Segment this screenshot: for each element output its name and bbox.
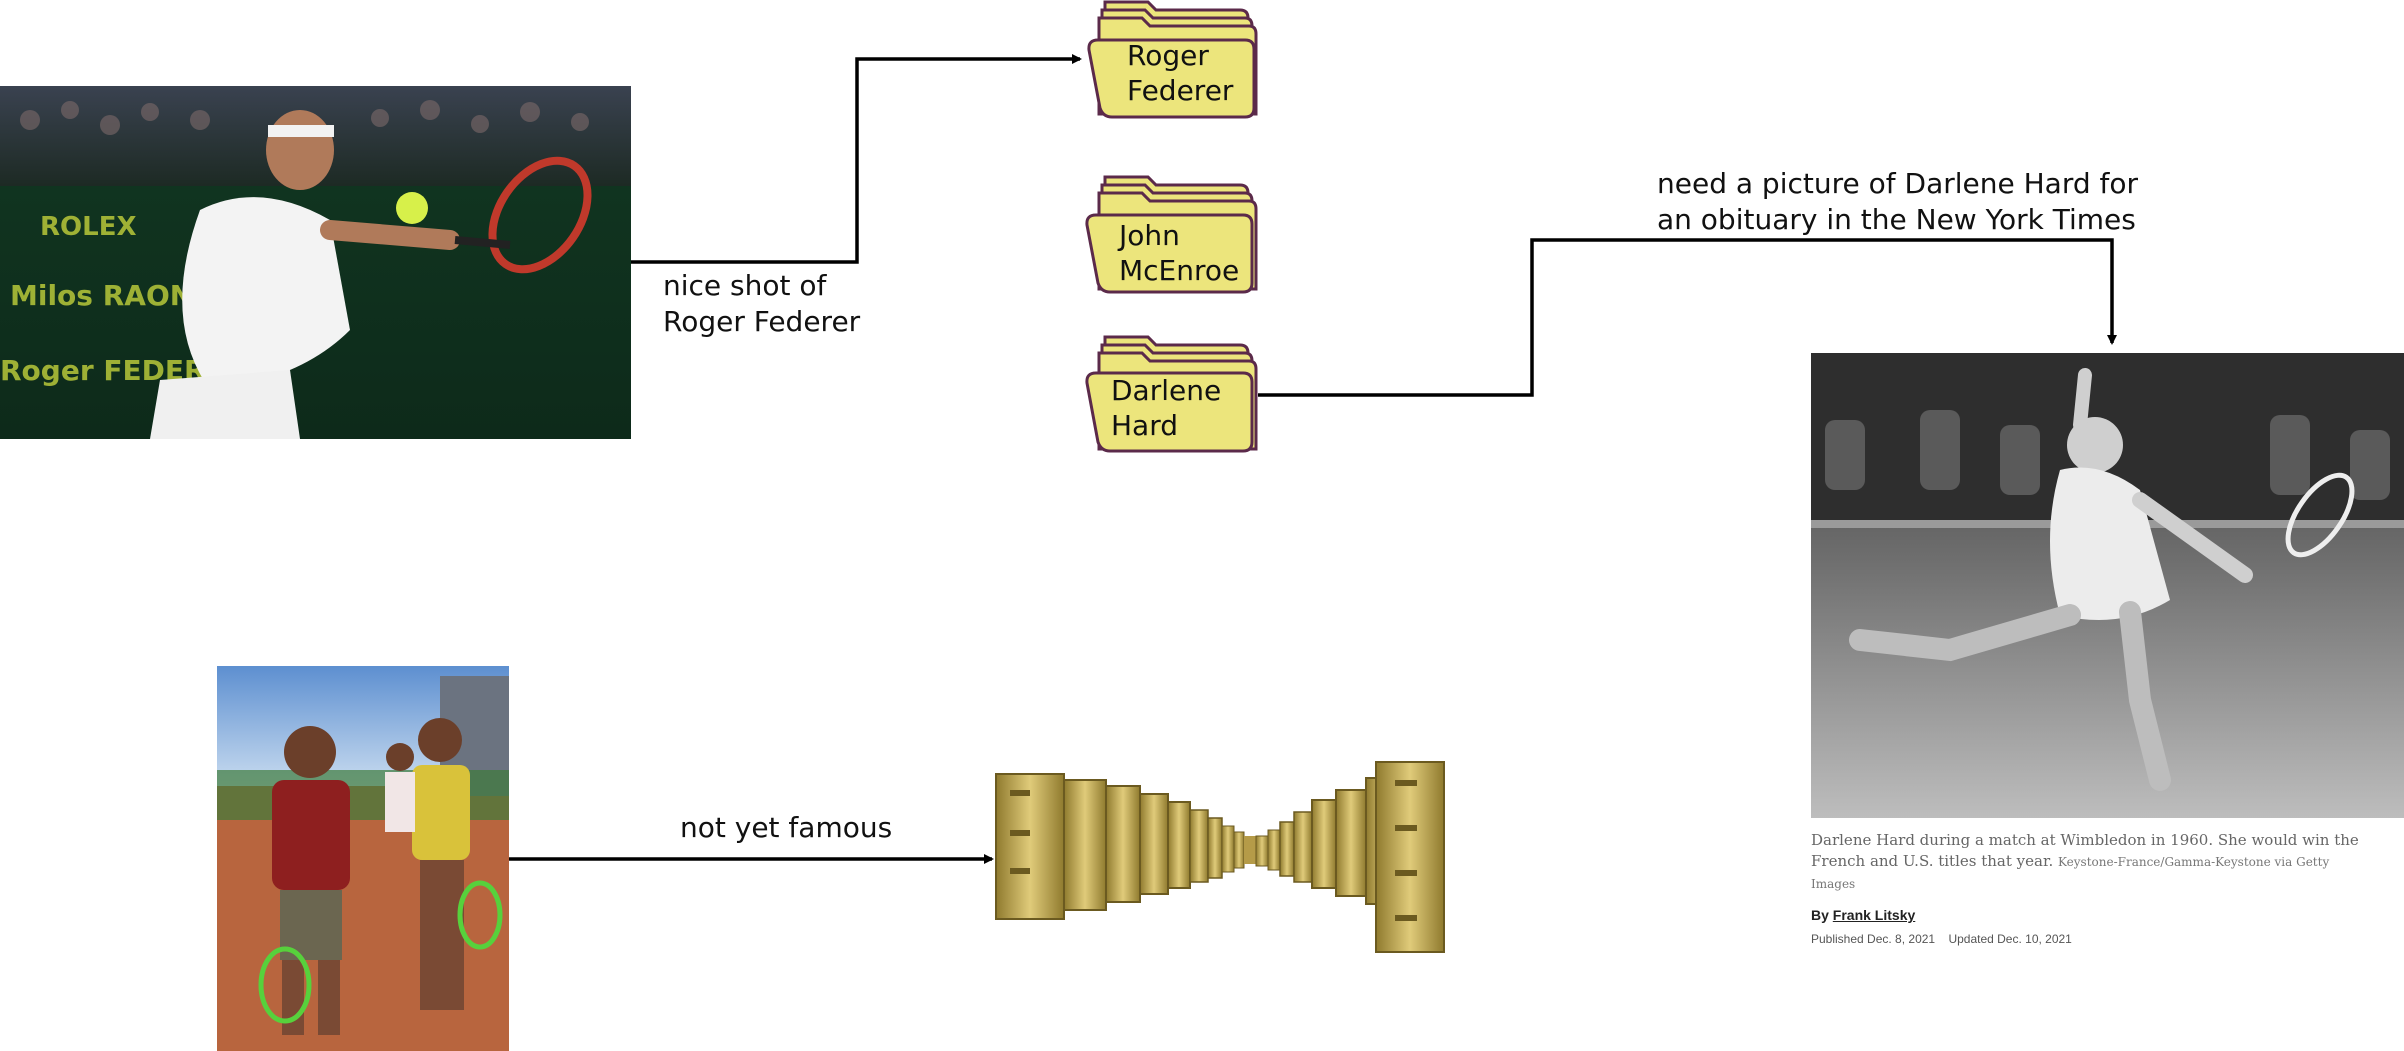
folder-label-line-1: Darlene — [1111, 374, 1222, 407]
byline-prefix: By — [1811, 907, 1829, 923]
publish-dates: Published Dec. 8, 2021 Updated Dec. 10, … — [1811, 932, 2072, 946]
federer-caption-line-1: nice shot of — [663, 269, 827, 302]
not-yet-famous-label: not yet famous — [680, 811, 893, 844]
darlene-request-label: need a picture of Darlene Hard for an ob… — [1657, 166, 2138, 238]
svg-text:ROLEX: ROLEX — [40, 212, 137, 242]
arrow-federer-to-folder — [631, 54, 1082, 264]
arrow-darlene-folder-to-photo — [1258, 238, 2117, 397]
folder-roger-federer — [1087, 0, 1258, 119]
folder-darlene-hard — [1085, 335, 1258, 453]
filing-cabinets-archive — [995, 761, 1445, 953]
folder-label-john-mcenroe: John McEnroe — [1119, 218, 1239, 288]
photo-caption-text: Darlene Hard during a match at Wimbledon… — [1811, 831, 2359, 870]
darlene-request-line-2: an obituary in the New York Times — [1657, 203, 2136, 236]
kids-photo — [217, 666, 509, 1051]
updated-date: Updated Dec. 10, 2021 — [1948, 932, 2072, 946]
folder-label-darlene-hard: Darlene Hard — [1111, 373, 1221, 443]
folder-label-roger-federer: Roger Federer — [1127, 38, 1233, 108]
federer-caption-line-2: Roger Federer — [663, 305, 861, 338]
byline: By Frank Litsky — [1811, 907, 1915, 923]
folder-label-line-1: Roger — [1127, 39, 1209, 72]
folder-label-line-1: John — [1119, 219, 1180, 252]
darlene-hard-photo — [1811, 353, 2404, 818]
author-link[interactable]: Frank Litsky — [1832, 907, 1916, 923]
folder-label-line-2: Federer — [1127, 74, 1234, 107]
folder-label-line-2: McEnroe — [1119, 254, 1240, 287]
photo-caption: Darlene Hard during a match at Wimbledon… — [1811, 830, 2371, 895]
published-date: Published Dec. 8, 2021 — [1811, 932, 1936, 946]
folder-john-mcenroe — [1085, 175, 1258, 294]
federer-photo: ROLEX Milos RAONIC Roger FEDERER — [0, 86, 631, 439]
folder-label-line-2: Hard — [1111, 409, 1179, 442]
darlene-request-line-1: need a picture of Darlene Hard for — [1657, 167, 2139, 200]
federer-caption: nice shot of Roger Federer — [663, 268, 860, 340]
photo-credit: Keystone-France/Gamma-Keystone via Getty… — [1811, 855, 2330, 891]
